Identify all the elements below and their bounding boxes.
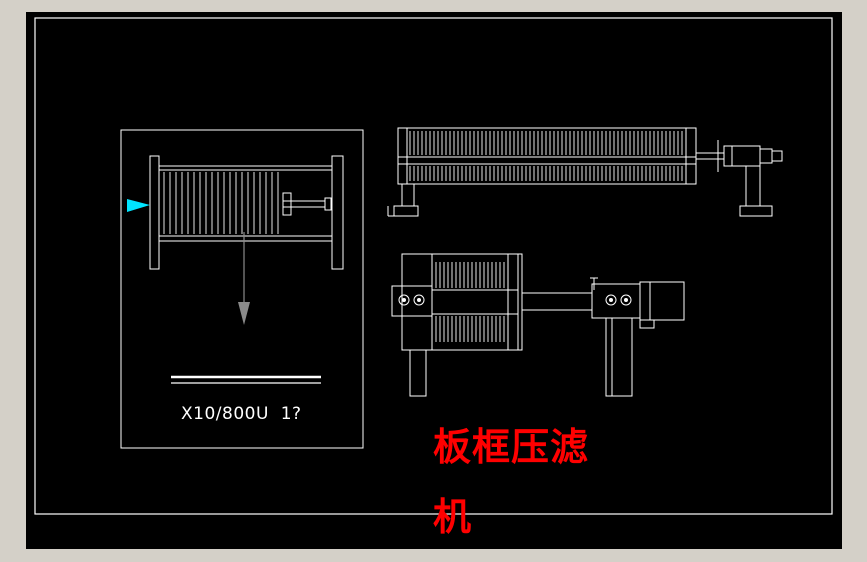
detail-left-head (149, 155, 160, 270)
drawing-title-line-1: 板框压滤 (433, 425, 590, 469)
drawing-title-line-2: 机 (433, 495, 473, 539)
feed-arrow-icon (127, 199, 150, 212)
drawing-background (26, 12, 842, 549)
plan-view (391, 253, 685, 397)
plan-plates-lower (435, 316, 505, 342)
discharge-arrow-icon (238, 302, 250, 325)
detail-view-frame (120, 129, 364, 449)
plan-plates-upper (435, 262, 505, 288)
side-plates-lower (409, 166, 683, 181)
detail-filter-plates (163, 172, 279, 234)
detail-right-head (331, 155, 344, 270)
detail-view (120, 129, 364, 449)
side-elevation-view (387, 127, 783, 217)
drawing-border (34, 17, 833, 515)
model-number-label: X10/800U 1? (181, 404, 302, 424)
side-plates-upper (409, 131, 683, 155)
